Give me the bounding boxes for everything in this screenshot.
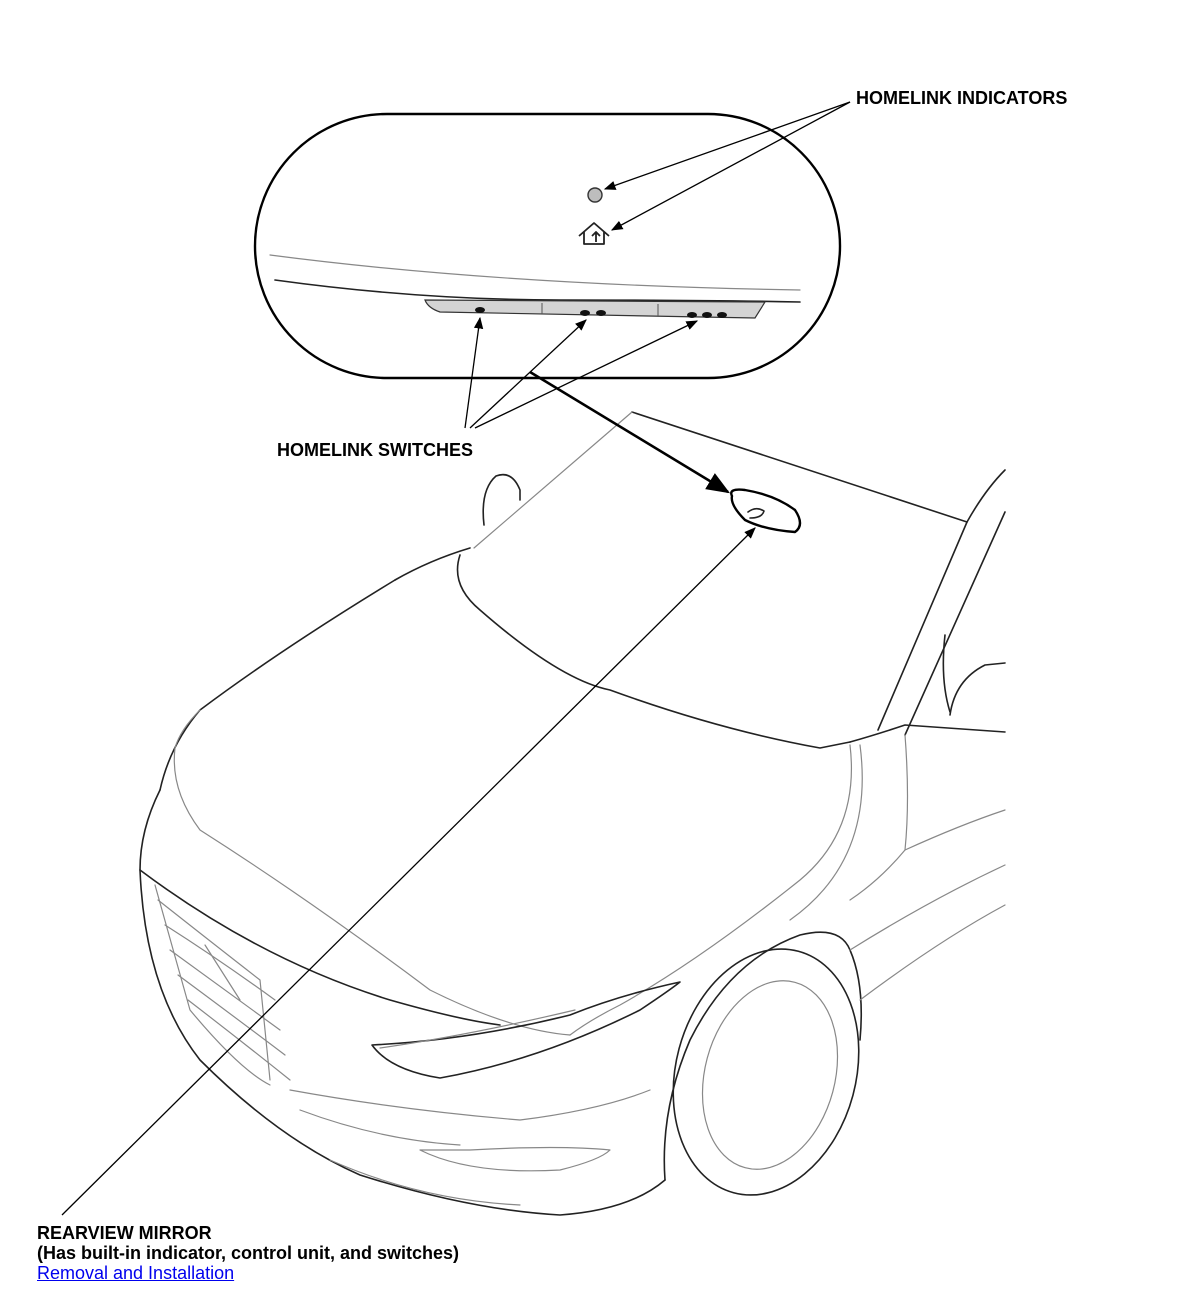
rearview-mirror-label: REARVIEW MIRROR xyxy=(37,1223,212,1243)
removal-installation-link[interactable]: Removal and Installation xyxy=(37,1263,235,1283)
homelink-indicators-label: HOMELINK INDICATORS xyxy=(856,88,1068,108)
indicator-dot-icon xyxy=(587,187,603,203)
mirror-inset xyxy=(253,112,842,380)
leader-lines xyxy=(61,101,851,1216)
homelink-switch-2 xyxy=(580,310,606,316)
switch-panel xyxy=(424,299,767,319)
home-icon xyxy=(578,222,610,245)
homelink-switch-3 xyxy=(687,312,727,318)
homelink-switches-label: HOMELINK SWITCHES xyxy=(277,440,473,460)
car-illustration xyxy=(139,411,1006,1216)
rearview-mirror-note: (Has built-in indicator, control unit, a… xyxy=(37,1243,460,1263)
homelink-switch-1 xyxy=(475,307,485,313)
